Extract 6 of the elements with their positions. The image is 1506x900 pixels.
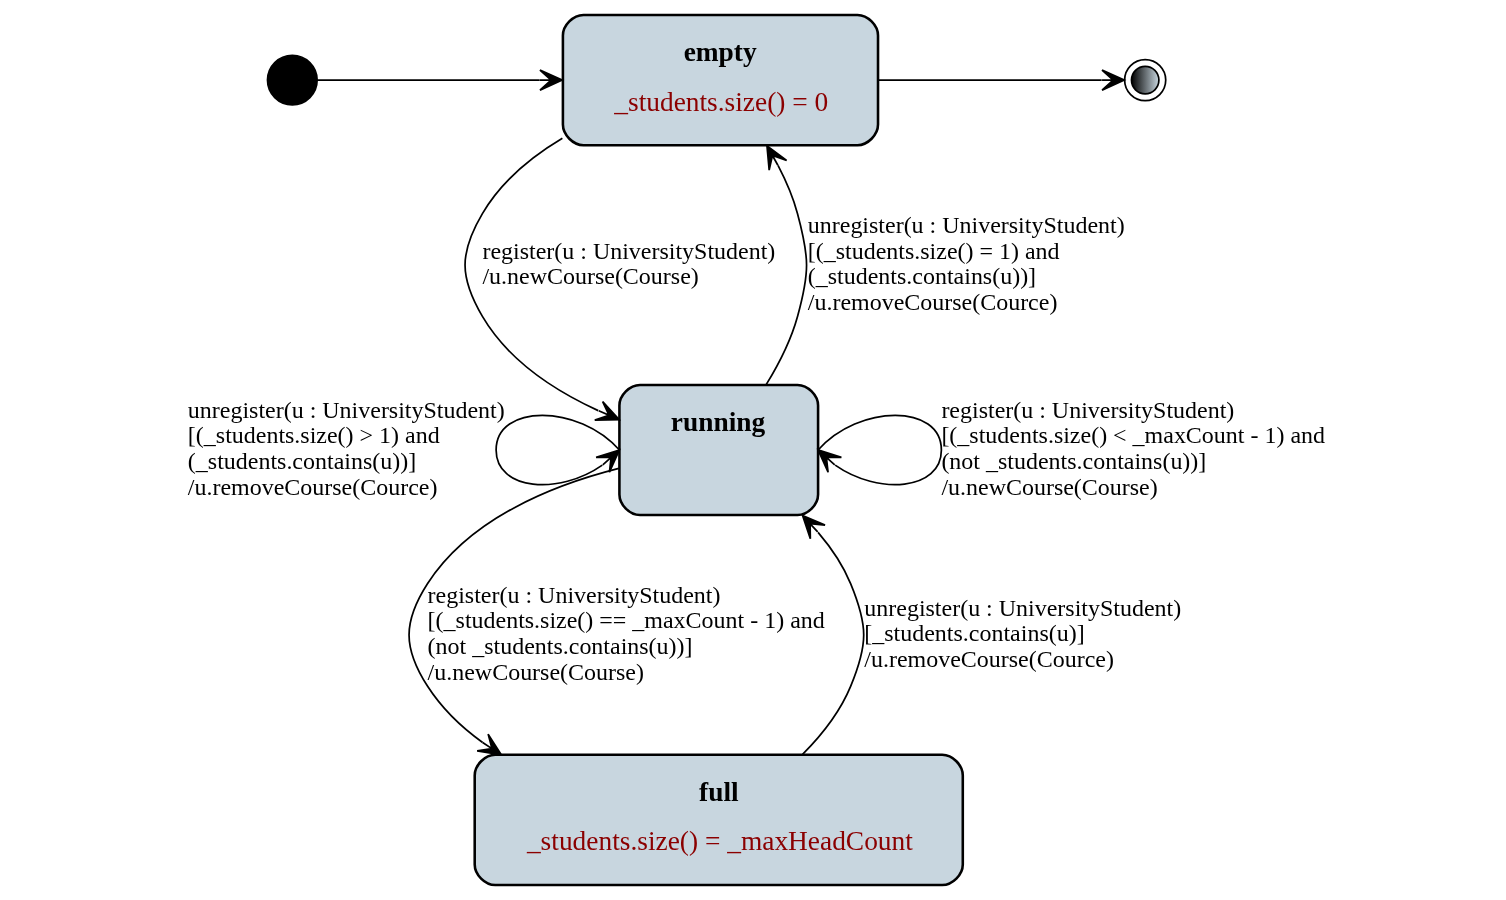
edge-label: unregister(u : UniversityStudent) [(_students.size() > 1) and (_students.contains(u))] /u.removeCourse(Cource): [187, 396, 505, 500]
edge-label: register(u : UniversityStudent) [(_students.size() == _maxCount - 1) and (not _students.contains(u))] /u.newCourse(Course): [427, 581, 825, 685]
edge-label: register(u : UniversityStudent) /u.newCourse(Course): [482, 237, 776, 290]
edge-label: unregister(u : UniversityStudent) [(_students.size() = 1) and (_students.contains(u))] /u.removeCourse(Cource): [807, 211, 1125, 315]
edge-label: register(u : UniversityStudent) [(_students.size() < _maxCount - 1) and (not _students.contains(u))] /u.newCourse(Course): [941, 396, 1326, 500]
edge-label: unregister(u : UniversityStudent) [_students.contains(u)] /u.removeCourse(Cource): [864, 594, 1182, 672]
